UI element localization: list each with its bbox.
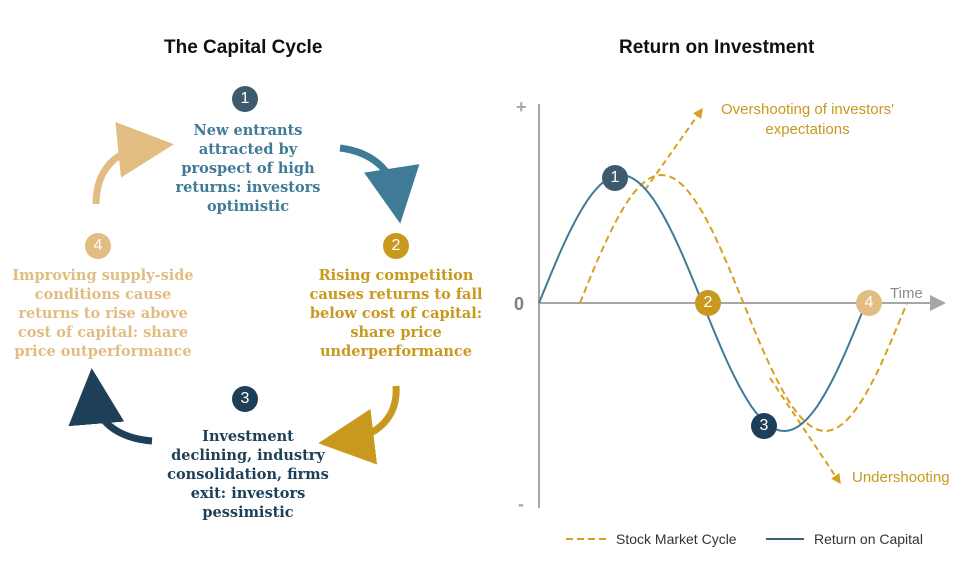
stage-3-text: Investment declining, industry consolida…	[167, 428, 329, 521]
stage-4-text: Improving supply-side conditions cause r…	[12, 267, 194, 360]
chart-marker-4: 4	[856, 290, 882, 316]
stage-3-badge: 3	[232, 386, 258, 412]
cycle-arrow-3-to-4	[68, 368, 153, 445]
cycle-arrow-4-to-1	[92, 121, 174, 205]
stage-2-badge: 2	[383, 233, 409, 259]
capital-cycle-title: The Capital Cycle	[164, 37, 323, 58]
stage-1-badge: 1	[232, 86, 258, 112]
series-stock-market-cycle	[578, 173, 908, 433]
stage-4-badge: 4	[85, 233, 111, 259]
chart-marker-1: 1	[602, 165, 628, 191]
stage-2-text: Rising competition causes returns to fal…	[309, 267, 483, 360]
legend-roc-label: Return on Capital	[814, 531, 923, 547]
y-axis-minus-label: -	[518, 494, 524, 514]
annotation-overshooting: Overshooting of investors' expectations	[721, 101, 894, 138]
x-axis-time-label: Time	[890, 285, 923, 302]
roi-chart-title: Return on Investment	[619, 37, 815, 58]
cycle-arrow-2-to-3	[318, 385, 400, 465]
cycle-arrow-1-to-2	[339, 144, 420, 224]
chart-marker-2: 2	[695, 290, 721, 316]
undershoot-arrow	[769, 377, 841, 485]
y-axis-zero-label: 0	[514, 294, 525, 314]
stage-1-text: New entrants attracted by prospect of hi…	[175, 122, 321, 215]
annotation-undershooting: Undershooting	[852, 469, 950, 486]
y-axis-plus-label: +	[516, 97, 527, 117]
chart-marker-3: 3	[751, 413, 777, 439]
legend-market-label: Stock Market Cycle	[616, 531, 737, 547]
